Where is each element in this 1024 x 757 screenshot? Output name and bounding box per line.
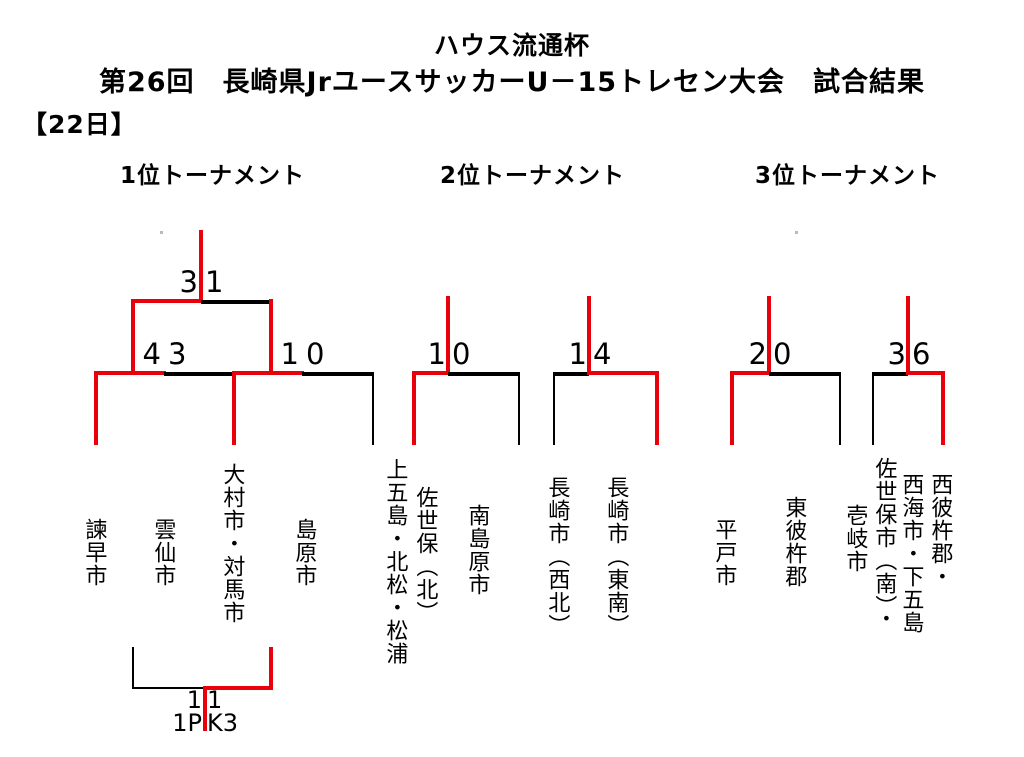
playoff-connector-right — [203, 686, 273, 690]
t3-right-winner-stem — [906, 296, 910, 372]
t3-left-score-left: 2 — [748, 337, 767, 371]
playoff-pk-right: K3 — [207, 709, 239, 737]
t3-right-connector-lose — [872, 372, 908, 376]
t2-team-3-label: 南島原市 — [464, 504, 490, 596]
t2-left-connector-lose — [448, 372, 520, 376]
t2-team-1-label: 上五島・北松・松浦 — [382, 458, 408, 665]
playoff-winner-stem — [203, 686, 207, 731]
t2-right-leg-a — [553, 372, 555, 445]
playoff-leg-left — [132, 647, 134, 689]
playoff-score-right: 1 — [207, 686, 223, 714]
t1-sf-left-leg-a — [94, 371, 98, 445]
tournament-2-heading: 2位トーナメント — [440, 163, 626, 189]
playoff-score-left: 1 — [186, 686, 202, 714]
t1-champion-stem — [199, 230, 203, 302]
t3-team-4-label: 佐世保市（南）・ — [871, 457, 897, 630]
t1-team-1-label: 諫早市 — [81, 518, 107, 587]
t2-left-leg-a — [412, 371, 416, 445]
t1-sf-left-score-left: 4 — [142, 337, 161, 371]
tournament-3-heading: 3位トーナメント — [755, 163, 941, 189]
t1-final-score-right: 1 — [205, 265, 224, 299]
t1-final-score-left: 3 — [179, 265, 198, 299]
t2-right-connector-win — [587, 371, 659, 375]
t3-left-score-right: 0 — [773, 337, 792, 371]
page-title-line1: ハウス流通杯 — [433, 31, 590, 60]
playoff-connector-left — [132, 687, 205, 689]
t1-sf-right-connector-win — [232, 371, 304, 375]
t2-team-4-label: 長崎市（西北） — [544, 476, 570, 637]
t3-right-leg-b — [941, 371, 945, 445]
t1-team-3-label: 大村市・対馬市 — [219, 463, 245, 624]
t3-team-1-label: 平戸市 — [711, 518, 737, 587]
t1-final-leg-left — [131, 299, 135, 372]
artifact-dot — [160, 231, 163, 234]
t1-sf-right-connector-lose — [302, 372, 374, 376]
playoff-leg-right — [269, 647, 273, 687]
t1-final-connector-left — [131, 299, 203, 303]
t3-left-winner-stem — [767, 296, 771, 372]
t1-sf-left-score-right: 3 — [168, 337, 187, 371]
t1-team-4-label: 島原市 — [291, 518, 317, 587]
t1-sf-right-leg-b — [372, 372, 374, 445]
t2-left-score-right: 0 — [452, 337, 471, 371]
t2-left-connector-win — [412, 371, 450, 375]
t3-team-3-label: 壱岐市 — [842, 504, 868, 573]
t2-right-score-right: 4 — [593, 337, 612, 371]
t2-left-leg-b — [518, 372, 520, 445]
t2-left-winner-stem — [446, 296, 450, 372]
tournament-1-heading: 1位トーナメント — [120, 163, 306, 189]
t3-left-leg-b — [839, 372, 841, 445]
page-title-line2: 第26回 長崎県JrユースサッカーU－15トレセン大会 試合結果 — [98, 67, 926, 98]
t2-right-connector-lose — [553, 372, 589, 376]
t1-sf-right-leg-a — [232, 371, 236, 445]
t3-right-score-left: 3 — [887, 337, 906, 371]
t1-final-leg-right — [269, 299, 273, 372]
t2-right-score-left: 1 — [568, 337, 587, 371]
t3-right-leg-a — [872, 372, 874, 445]
t1-sf-right-score-right: 0 — [306, 337, 325, 371]
t3-left-connector-win — [730, 371, 771, 375]
t3-team-2-label: 東彼杵郡 — [781, 496, 807, 588]
t2-team-5-label: 長崎市（東南） — [603, 476, 629, 637]
day-label: 【22日】 — [22, 110, 137, 139]
t2-right-winner-stem — [587, 296, 591, 372]
t3-left-leg-a — [730, 371, 734, 445]
t1-sf-left-connector-lose — [164, 372, 236, 376]
t2-left-score-left: 1 — [427, 337, 446, 371]
t1-final-connector-right — [201, 300, 273, 304]
t3-right-score-right: 6 — [912, 337, 931, 371]
artifact-dot — [795, 231, 798, 234]
t3-right-connector-win — [906, 371, 945, 375]
t1-team-2-label: 雲仙市 — [150, 518, 176, 587]
playoff-pk-left: 1P — [172, 709, 202, 737]
t3-team-5-label: 西海市・下五島 — [898, 473, 924, 634]
t1-sf-right-score-left: 1 — [280, 337, 299, 371]
t2-team-2-label: 佐世保（北） — [412, 486, 438, 624]
t3-team-6-label: 西彼杵郡・ — [927, 473, 953, 588]
t1-sf-left-connector-win — [94, 371, 166, 375]
t3-left-connector-lose — [769, 372, 841, 376]
t2-right-leg-b — [655, 371, 659, 445]
